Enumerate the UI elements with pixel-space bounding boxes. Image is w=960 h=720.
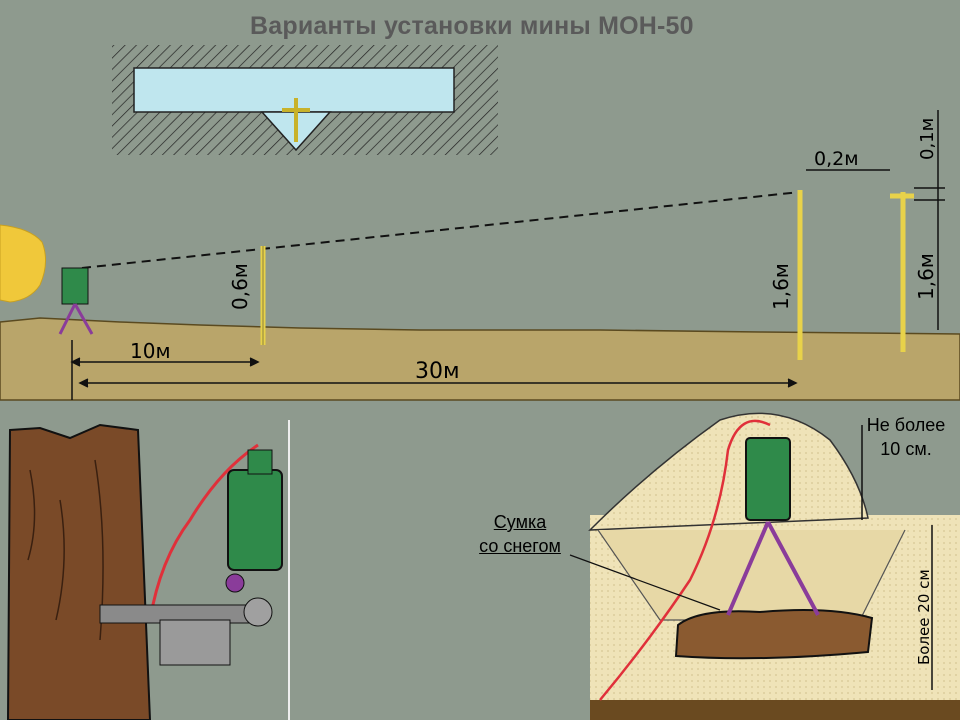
top-panel — [0, 45, 960, 401]
aim-line — [81, 191, 801, 269]
snow-bag-line2: со снегом — [479, 536, 561, 556]
wire-tree — [148, 443, 259, 621]
snow-bag-label: Сумка со снегом — [460, 510, 580, 558]
ground-top — [0, 317, 960, 401]
snow-panel — [569, 412, 960, 720]
dim-lines — [70, 110, 945, 400]
label-depth: Более 20 см — [915, 569, 933, 665]
slide-title: Варианты установки мины МОН-50 — [250, 12, 694, 40]
tree-trunk — [6, 423, 152, 720]
snow-bag-line1: Сумка — [493, 512, 547, 532]
label-height-16-a: 1,6м — [769, 263, 793, 310]
bush-shape — [0, 224, 46, 303]
mine-tree — [227, 469, 283, 571]
label-offset-01: 0,1м — [917, 118, 938, 160]
max-height-line2: 10 см. — [880, 439, 932, 459]
snow-bag — [674, 609, 874, 660]
label-height-06: 0,6м — [228, 263, 252, 310]
mine-tripod-top — [58, 267, 94, 335]
snow-mound — [588, 412, 869, 531]
stake-16-b — [890, 192, 914, 352]
max-height-label: Не более 10 см. — [852, 413, 960, 461]
max-height-line1: Не более — [866, 415, 946, 435]
label-height-16-b: 1,6м — [914, 253, 938, 300]
label-distance-30: 30м — [415, 359, 460, 384]
wire-snow — [599, 419, 771, 701]
label-distance-10: 10м — [130, 339, 171, 363]
tree-panel — [6, 420, 290, 720]
label-offset-02: 0,2м — [814, 148, 859, 170]
mine-snow — [745, 437, 791, 521]
